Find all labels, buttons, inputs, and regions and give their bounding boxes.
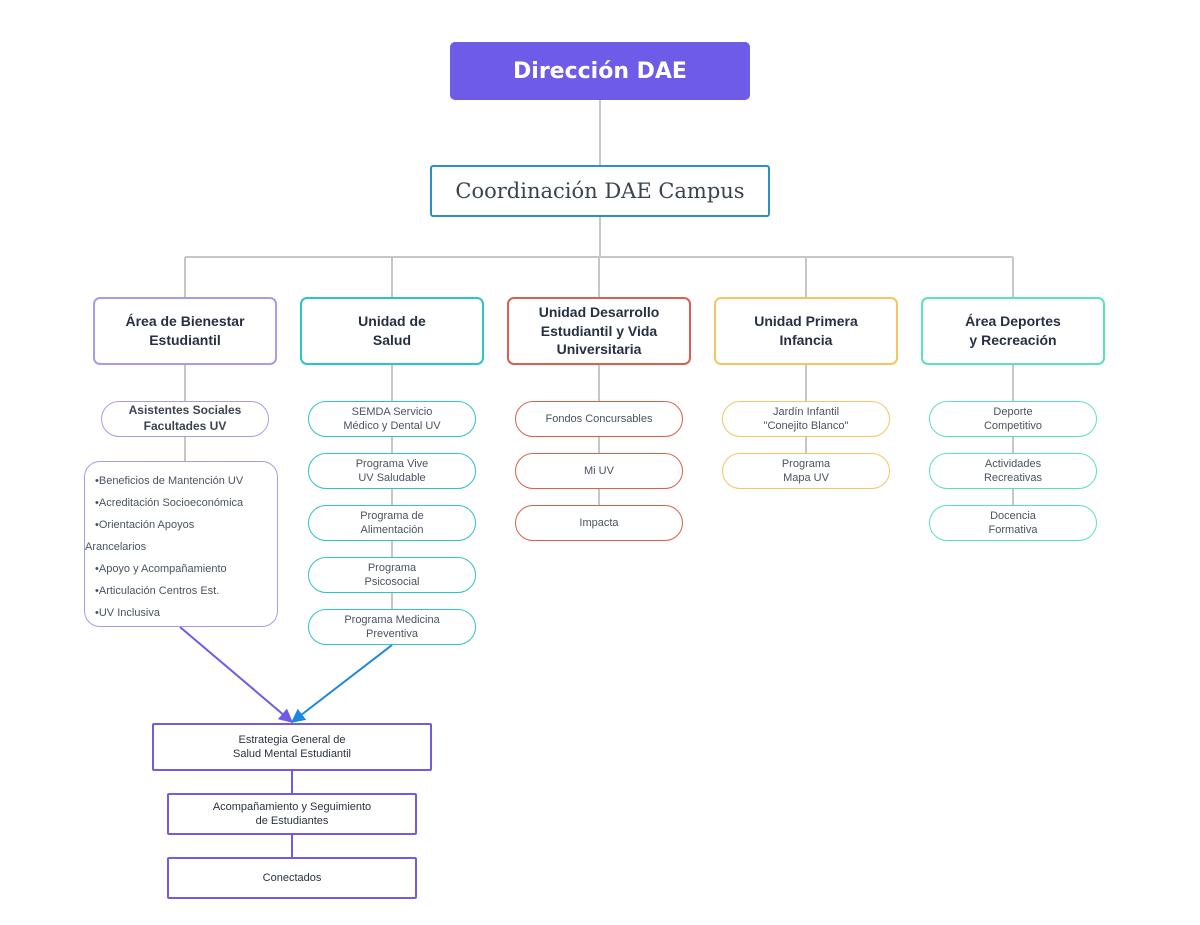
salud-item-label: Programa Psicosocial: [364, 561, 420, 588]
list-item: Apoyo y Acompañamiento: [95, 558, 271, 580]
coordinacion-campus-label: Coordinación DAE Campus: [455, 179, 745, 203]
dept-bienestar-node: Área de Bienestar Estudiantil: [93, 297, 277, 365]
strategy-node-acompanamiento: Acompañamiento y Seguimiento de Estudian…: [167, 793, 417, 835]
dept-salud-node: Unidad de Salud: [300, 297, 484, 365]
infancia-item-label: Programa Mapa UV: [781, 457, 831, 484]
dept-deportes-node: Área Deportes y Recreación: [921, 297, 1105, 365]
deportes-item-node: Docencia Formativa: [929, 505, 1097, 541]
salud-item-node: SEMDA Servicio Médico y Dental UV: [308, 401, 476, 437]
list-item: Orientación Apoyos: [95, 514, 271, 536]
infancia-item-label: Jardín Infantil "Conejito Blanco": [763, 405, 849, 432]
arrow-bienestar-to-strategy: [179, 626, 294, 723]
desarrollo-item-label: Mi UV: [584, 464, 614, 477]
list-item: Beneficios de Mantención UV: [95, 470, 271, 492]
bienestar-item-label: Asistentes Sociales Facultades UV: [128, 403, 242, 433]
list-item: Articulación Centros Est.: [95, 580, 271, 602]
infancia-item-node: Jardín Infantil "Conejito Blanco": [722, 401, 890, 437]
list-item: Arancelarios: [85, 541, 147, 553]
bienestar-benefits-list: Beneficios de Mantención UV Acreditación…: [84, 461, 278, 627]
list-item: UV Inclusiva: [95, 602, 271, 624]
direccion-dae-node: Dirección DAE: [450, 42, 750, 100]
deportes-item-node: Deporte Competitivo: [929, 401, 1097, 437]
deportes-item-label: Deporte Competitivo: [983, 405, 1043, 432]
salud-item-node: Programa Vive UV Saludable: [308, 453, 476, 489]
desarrollo-item-label: Fondos Concursables: [545, 412, 653, 425]
dept-bienestar-label: Área de Bienestar Estudiantil: [125, 313, 245, 348]
deportes-item-node: Actividades Recreativas: [929, 453, 1097, 489]
dept-salud-label: Unidad de Salud: [358, 313, 426, 348]
desarrollo-item-node: Mi UV: [515, 453, 683, 489]
desarrollo-item-node: Impacta: [515, 505, 683, 541]
deportes-item-label: Actividades Recreativas: [983, 457, 1043, 484]
salud-item-node: Programa Medicina Preventiva: [308, 609, 476, 645]
salud-item-node: Programa de Alimentación: [308, 505, 476, 541]
list-item: Acreditación Socioeconómica: [95, 492, 271, 514]
dept-desarrollo-node: Unidad Desarrollo Estudiantil y Vida Uni…: [507, 297, 691, 365]
dept-desarrollo-label: Unidad Desarrollo Estudiantil y Vida Uni…: [538, 303, 660, 358]
strategy-label: Conectados: [262, 871, 322, 884]
dept-deportes-label: Área Deportes y Recreación: [965, 313, 1061, 348]
salud-item-label: Programa de Alimentación: [360, 509, 424, 536]
salud-item-label: SEMDA Servicio Médico y Dental UV: [343, 405, 441, 432]
direccion-dae-label: Dirección DAE: [513, 58, 687, 84]
arrow-salud-to-strategy: [290, 644, 393, 723]
infancia-item-node: Programa Mapa UV: [722, 453, 890, 489]
desarrollo-item-node: Fondos Concursables: [515, 401, 683, 437]
strategy-node-conectados: Conectados: [167, 857, 417, 899]
salud-item-label: Programa Vive UV Saludable: [355, 457, 429, 484]
deportes-item-label: Docencia Formativa: [988, 509, 1038, 536]
dept-infancia-node: Unidad Primera Infancia: [714, 297, 898, 365]
bienestar-item-node: Asistentes Sociales Facultades UV: [101, 401, 269, 437]
coordinacion-campus-node: Coordinación DAE Campus: [430, 165, 770, 217]
dept-infancia-label: Unidad Primera Infancia: [754, 313, 858, 348]
desarrollo-item-label: Impacta: [579, 516, 619, 529]
strategy-label: Estrategia General de Salud Mental Estud…: [232, 733, 351, 760]
strategy-label: Acompañamiento y Seguimiento de Estudian…: [212, 800, 372, 827]
salud-item-label: Programa Medicina Preventiva: [344, 613, 440, 640]
salud-item-node: Programa Psicosocial: [308, 557, 476, 593]
strategy-node-salud-mental: Estrategia General de Salud Mental Estud…: [152, 723, 432, 771]
